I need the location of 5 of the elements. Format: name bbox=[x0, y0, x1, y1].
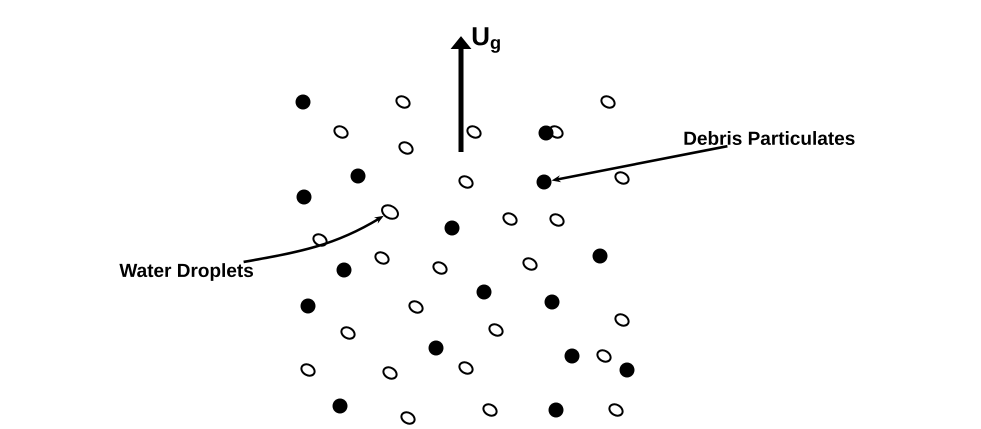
leader-label: Water Droplets bbox=[119, 263, 253, 281]
leader-label: Debris Particulates bbox=[684, 131, 855, 145]
velocity-label: U$_{g}$ bbox=[472, 27, 500, 53]
droplet bbox=[381, 204, 399, 220]
debris-particle bbox=[536, 174, 552, 190]
